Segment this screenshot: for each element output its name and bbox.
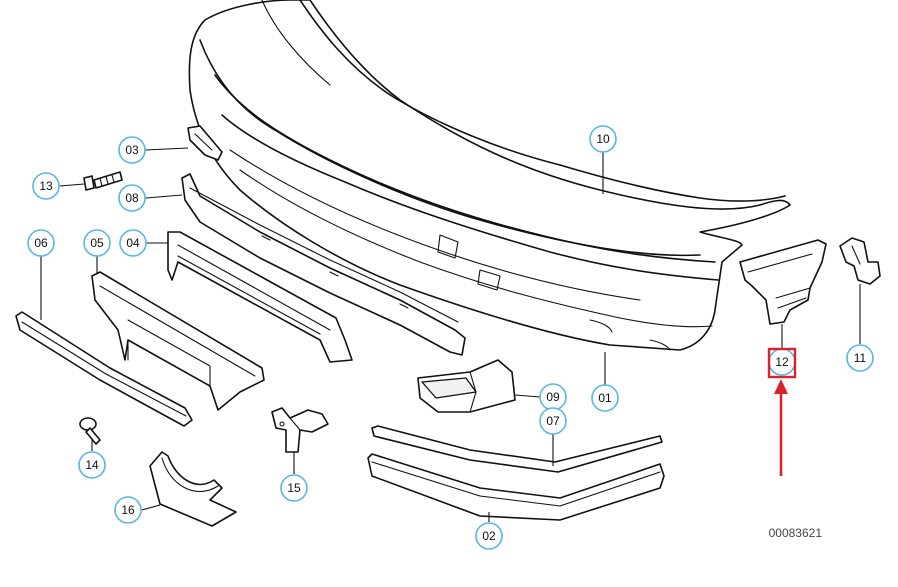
callout-label-03: 03	[125, 143, 139, 157]
callout-label-11: 11	[854, 351, 867, 365]
push-pin-drawing-14	[79, 417, 101, 445]
callout-02[interactable]: 02	[475, 522, 503, 550]
callout-label-08: 08	[125, 191, 139, 205]
callout-label-13: 13	[39, 179, 53, 193]
callout-11[interactable]: 11	[846, 344, 874, 372]
callout-label-01: 01	[598, 391, 612, 405]
grille-frame-drawing-05	[91, 271, 265, 411]
callout-label-02: 02	[482, 529, 496, 543]
callout-08[interactable]: 08	[118, 184, 146, 212]
highlight-box	[767, 347, 797, 379]
callout-label-16: 16	[121, 503, 135, 517]
callout-05[interactable]: 05	[83, 229, 111, 257]
callout-label-04: 04	[126, 236, 140, 250]
clip-drawing-11	[839, 237, 881, 285]
callout-label-07: 07	[546, 414, 560, 428]
callout-04[interactable]: 04	[119, 229, 147, 257]
callout-09[interactable]: 09	[539, 383, 567, 411]
callout-label-06: 06	[34, 236, 48, 250]
callout-label-05: 05	[90, 236, 104, 250]
bumper-cover-drawing	[188, 0, 791, 351]
highlight-arrow	[774, 379, 788, 476]
image-code: 00083621	[769, 526, 823, 540]
bracket-drawing-15	[271, 407, 329, 453]
leader-lines	[40, 147, 861, 522]
callout-10[interactable]: 10	[589, 125, 617, 153]
guide-drawing-16	[149, 451, 237, 527]
callout-label-12: 12	[775, 355, 789, 369]
callout-06[interactable]: 06	[27, 229, 55, 257]
callout-01[interactable]: 01	[591, 384, 619, 412]
callout-label-14: 14	[85, 458, 99, 472]
grille-strip-drawing-08	[181, 173, 466, 356]
callout-16[interactable]: 16	[114, 496, 142, 524]
callout-07[interactable]: 07	[539, 407, 567, 435]
callout-label-09: 09	[546, 390, 560, 404]
callout-03[interactable]: 03	[118, 136, 146, 164]
spoiler-drawing-07	[371, 425, 663, 473]
callout-15[interactable]: 15	[280, 474, 308, 502]
callout-label-10: 10	[596, 132, 610, 146]
callout-14[interactable]: 14	[78, 451, 106, 479]
clip-drawing-03	[187, 125, 223, 161]
screw-drawing-13	[83, 171, 123, 191]
spoiler-drawing-02	[367, 453, 665, 521]
air-duct-drawing-09	[417, 359, 516, 413]
trim-strip-drawing-06	[15, 311, 193, 427]
frame-drawing-04	[167, 231, 353, 363]
callout-12[interactable]: 12	[767, 347, 797, 379]
side-bracket-drawing-12	[739, 239, 827, 325]
callout-13[interactable]: 13	[32, 172, 60, 200]
callout-label-15: 15	[287, 481, 301, 495]
